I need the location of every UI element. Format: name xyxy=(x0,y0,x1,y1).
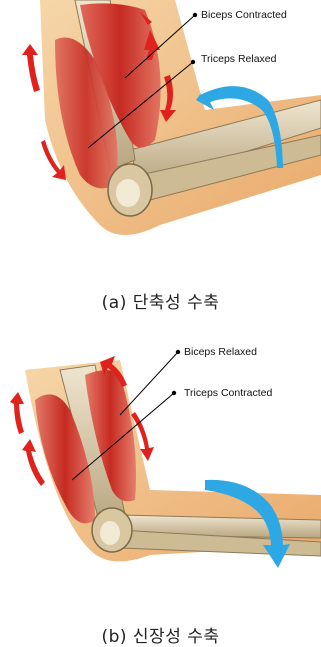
arm-flexed-illustration: Biceps Contracted Triceps Relaxed xyxy=(0,0,321,300)
label-triceps-contracted: Triceps Contracted xyxy=(184,387,272,399)
arm-extended-illustration: Biceps Relaxed Triceps Contracted xyxy=(0,330,321,610)
panel-eccentric-contraction: Biceps Relaxed Triceps Contracted (b) 신장… xyxy=(0,330,321,645)
caption-b: (b) 신장성 수축 xyxy=(0,622,321,647)
label-triceps-relaxed: Triceps Relaxed xyxy=(201,53,277,65)
label-biceps-contracted: Biceps Contracted xyxy=(201,9,287,21)
leader-line xyxy=(120,352,178,415)
label-biceps-relaxed: Biceps Relaxed xyxy=(184,346,257,358)
caption-a: (a) 단축성 수축 xyxy=(0,288,321,313)
panel-concentric-contraction: Biceps Contracted Triceps Relaxed (a) 단축… xyxy=(0,0,321,320)
